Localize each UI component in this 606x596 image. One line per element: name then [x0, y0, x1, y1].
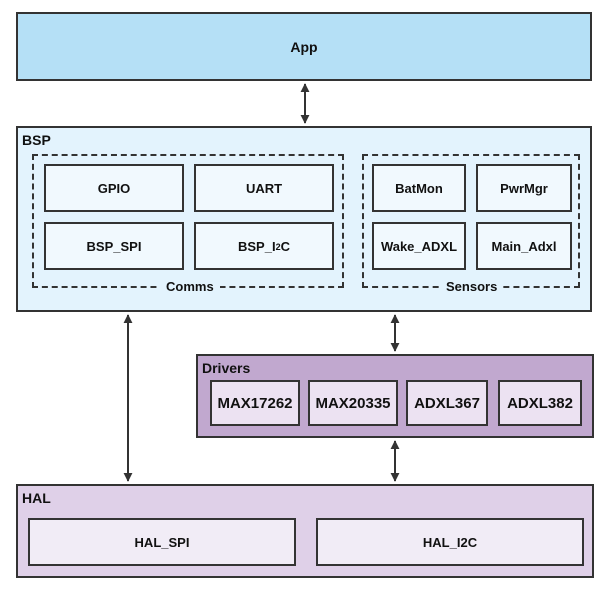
bsp-layer-label: BSP — [22, 132, 51, 148]
app-layer: App — [16, 12, 592, 81]
sensors-group-label: Sensors — [440, 280, 504, 294]
hal-layer-label: HAL — [22, 490, 51, 506]
bsp-spi-box: BSP_SPI — [44, 222, 184, 270]
drivers-layer-label: Drivers — [202, 360, 251, 376]
pwrmgr-box: PwrMgr — [476, 164, 572, 212]
hal-i2c-box: HAL_I2C — [316, 518, 584, 566]
wake-adxl-box: Wake_ADXL — [372, 222, 466, 270]
max20335-box: MAX20335 — [308, 380, 398, 426]
bsp-i2c-prefix: BSP_I — [238, 238, 276, 254]
adxl367-box: ADXL367 — [406, 380, 488, 426]
sensors-group: BatMon PwrMgr Wake_ADXL Main_Adxl Sensor… — [362, 154, 580, 294]
drivers-layer: Drivers MAX17262 MAX20335 ADXL367 ADXL38… — [196, 354, 594, 438]
comms-group-label: Comms — [160, 280, 220, 294]
hal-layer: HAL HAL_SPI HAL_I2C — [16, 484, 594, 578]
uart-box: UART — [194, 164, 334, 212]
hal-spi-box: HAL_SPI — [28, 518, 296, 566]
gpio-box: GPIO — [44, 164, 184, 212]
max17262-box: MAX17262 — [210, 380, 300, 426]
batmon-box: BatMon — [372, 164, 466, 212]
main-adxl-box: Main_Adxl — [476, 222, 572, 270]
adxl382-box: ADXL382 — [498, 380, 582, 426]
app-layer-label: App — [290, 38, 318, 55]
bsp-i2c-suffix: C — [280, 238, 290, 254]
